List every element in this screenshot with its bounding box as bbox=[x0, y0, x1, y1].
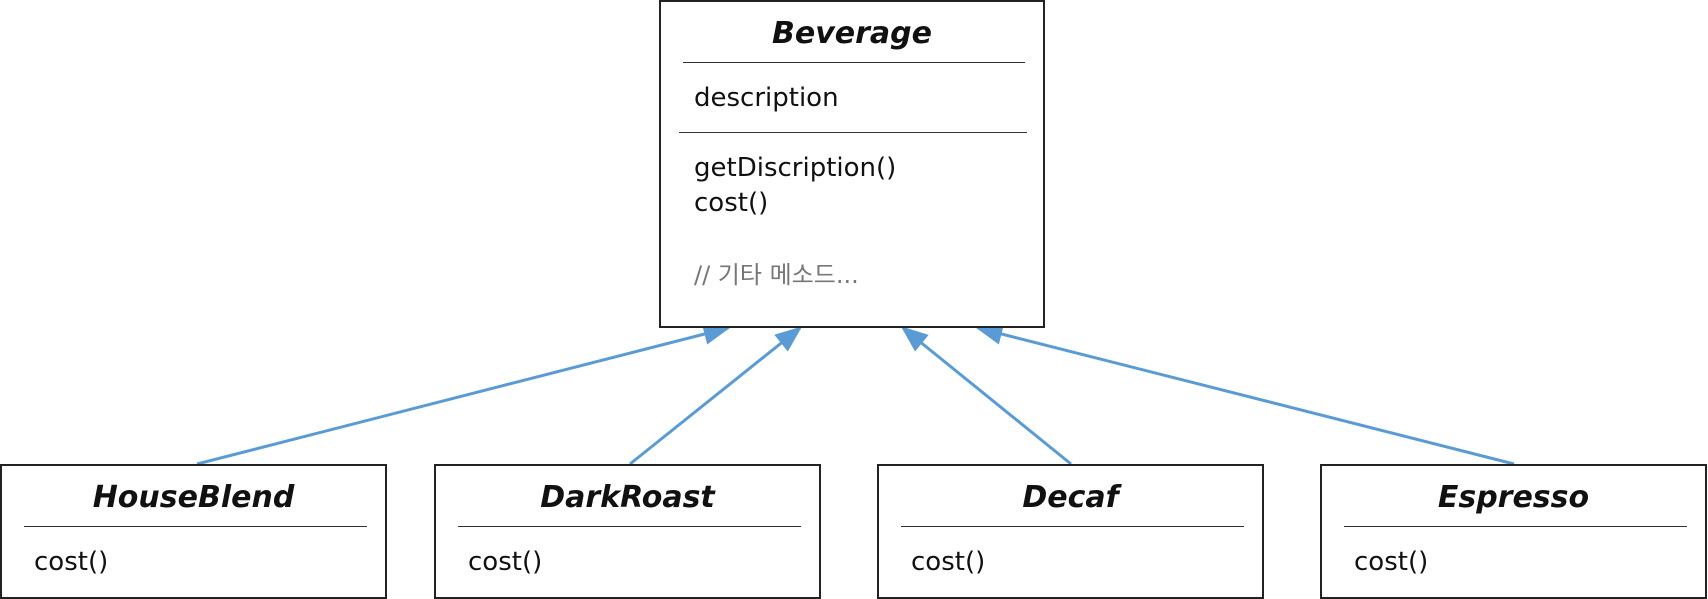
class-box-espresso: Espresso cost() bbox=[1320, 464, 1707, 599]
arrow-espresso-to-beverage bbox=[975, 323, 1515, 466]
method: getDiscription() bbox=[694, 153, 897, 183]
divider bbox=[683, 62, 1025, 63]
arrow-decaf-to-beverage bbox=[900, 326, 1072, 466]
class-name: Beverage bbox=[772, 16, 932, 51]
divider bbox=[679, 132, 1027, 133]
class-box-decaf: Decaf cost() bbox=[877, 464, 1264, 599]
method: cost() bbox=[911, 547, 986, 577]
method: cost() bbox=[694, 188, 769, 218]
divider bbox=[24, 526, 367, 527]
comment-text: // 기타 메소드... bbox=[694, 261, 859, 289]
method: cost() bbox=[34, 547, 109, 577]
method: cost() bbox=[1354, 547, 1429, 577]
method: cost() bbox=[468, 547, 543, 577]
class-box-darkroast: DarkRoast cost() bbox=[434, 464, 821, 599]
arrow-houseblend-to-beverage bbox=[196, 323, 731, 466]
class-box-houseblend: HouseBlend cost() bbox=[0, 464, 387, 599]
class-name: DarkRoast bbox=[540, 480, 715, 515]
class-name: Decaf bbox=[1022, 480, 1119, 515]
class-name: Espresso bbox=[1437, 480, 1590, 515]
class-name: HouseBlend bbox=[92, 480, 295, 515]
divider bbox=[458, 526, 801, 527]
divider bbox=[901, 526, 1244, 527]
divider bbox=[1344, 526, 1687, 527]
arrow-darkroast-to-beverage bbox=[629, 326, 803, 466]
attribute: description bbox=[694, 83, 839, 113]
class-box-beverage: Beverage description getDiscription() co… bbox=[659, 0, 1045, 328]
